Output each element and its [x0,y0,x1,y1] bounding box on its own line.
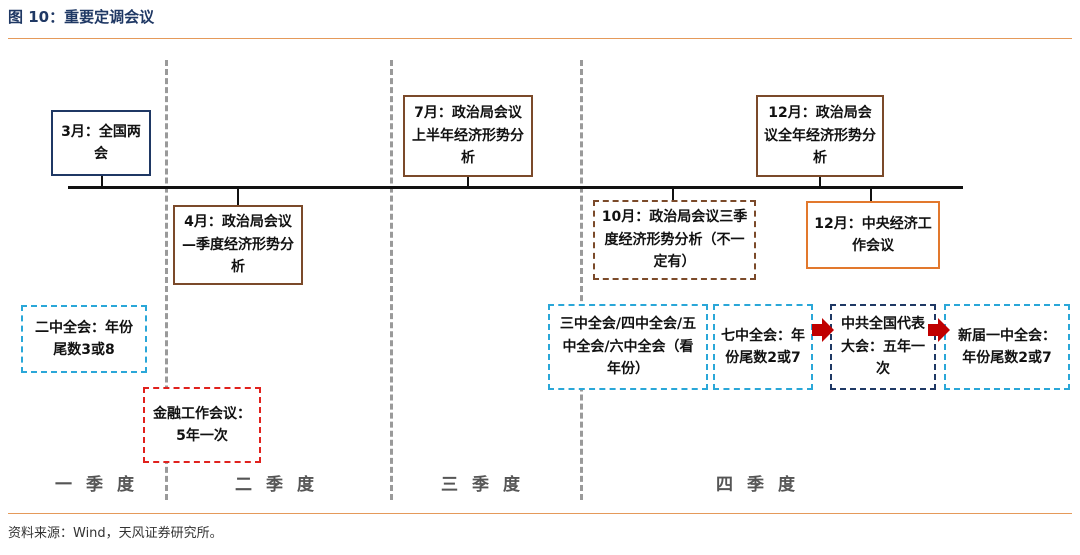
tick-april [237,188,239,206]
figure-title: 图 10：重要定调会议 [8,8,155,26]
source-note: 资料来源：Wind，天风证券研究所。 [8,526,223,541]
plenums-3-6-box: 三中全会/四中全会/五中全会/六中全会（看年份） [548,304,708,390]
tick-october [672,188,674,200]
politburo-april-box: 4月：政治局会议—季度经济形势分析 [173,205,303,285]
bottom-divider [8,513,1072,514]
quarter-divider-1 [165,60,168,500]
second-plenum-box: 二中全会：年份尾数3或8 [21,305,147,373]
tick-july [467,175,469,187]
quarter-divider-2 [390,60,393,500]
tick-december-cewc [870,188,872,202]
finance-conference-box: 金融工作会议：5年一次 [143,387,261,463]
quarter-label-4: 四季度 [716,475,809,495]
tick-december-politburo [819,175,821,187]
party-congress-box: 中共全国代表大会：五年一次 [830,304,936,390]
timeline-axis [68,186,963,189]
quarter-label-1: 一季度 [55,475,148,495]
arrow-right-icon [812,318,834,342]
npc-march-box: 3月：全国两会 [51,110,151,176]
tick-march [101,175,103,187]
politburo-december-box: 12月：政治局会议全年经济形势分析 [756,95,884,177]
arrow-right-icon [928,318,950,342]
new-first-plenum-box: 新届一中全会：年份尾数2或7 [944,304,1070,390]
seventh-plenum-box: 七中全会：年份尾数2或7 [713,304,813,390]
politburo-july-box: 7月：政治局会议上半年经济形势分析 [403,95,533,177]
quarter-label-2: 二季度 [235,475,328,495]
cewc-december-box: 12月：中央经济工作会议 [806,201,940,269]
top-divider [8,38,1072,39]
quarter-divider-3 [580,60,583,500]
quarter-label-3: 三季度 [441,475,534,495]
politburo-october-box: 10月：政治局会议三季度经济形势分析（不一定有） [593,200,756,280]
